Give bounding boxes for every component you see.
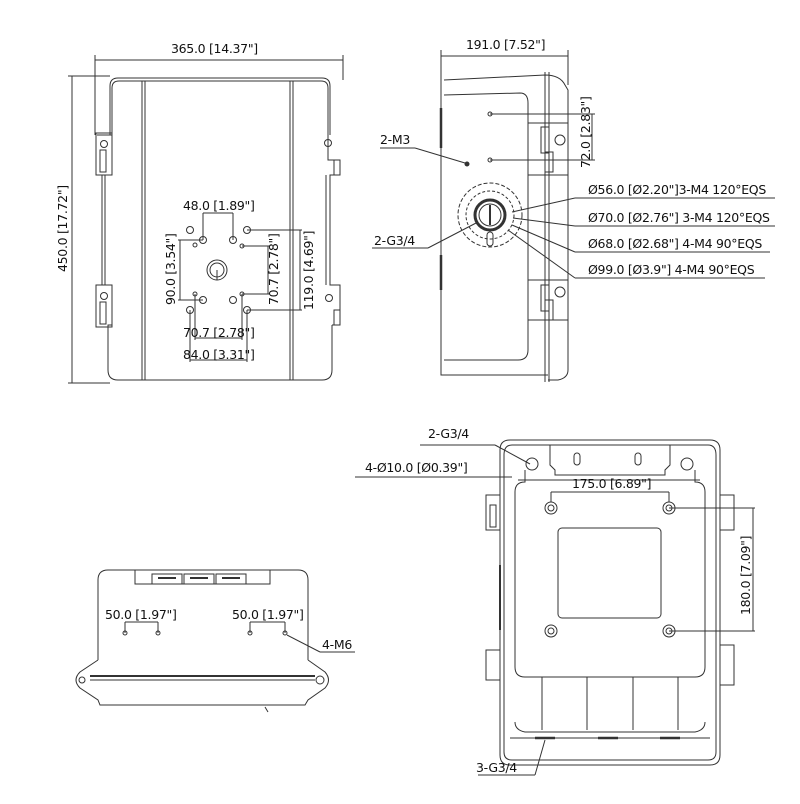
side-view-gland [372, 183, 775, 278]
side-callout-1: Ø56.0 [Ø2.20"]3-M4 120°EQS [588, 182, 766, 197]
side-height-dimension: 72.0 [2.83"] [578, 96, 593, 168]
side-callout-3: Ø68.0 [Ø2.68"] 4-M4 90°EQS [588, 236, 762, 251]
side-callout-2: Ø70.0 [Ø2.76"] 3-M4 120°EQS [588, 210, 770, 225]
bottom-view-outline [76, 570, 355, 712]
interior-hole-label: 4-Ø10.0 [Ø0.39"] [365, 460, 468, 475]
interior-horizontal-dimension: 175.0 [6.89"] [572, 476, 652, 491]
interior-view-outline [355, 440, 755, 775]
front-hole-spacing-top: 48.0 [1.89"] [183, 198, 255, 213]
front-hole-spacing-bottom-outer: 84.0 [3.31"] [183, 347, 255, 362]
side-width-dimension: 191.0 [7.52"] [466, 37, 546, 52]
bottom-spacing-right: 50.0 [1.97"] [232, 607, 304, 622]
front-hole-spacing-vertical-left: 90.0 [3.54"] [163, 233, 178, 305]
interior-gland-top-label: 2-G3/4 [428, 426, 469, 441]
front-hole-spacing-vertical-inner: 70.7 [2.78"] [266, 233, 281, 305]
front-width-dimension: 365.0 [14.37"] [171, 41, 258, 56]
side-gland-label: 2-G3/4 [374, 233, 415, 248]
front-height-dimension: 450.0 [17.72"] [55, 185, 70, 272]
front-view-holes [178, 213, 302, 362]
bottom-spacing-left: 50.0 [1.97"] [105, 607, 177, 622]
interior-vertical-dimension: 180.0 [7.09"] [738, 535, 753, 615]
front-hole-spacing-bottom-inner: 70.7 [2.78"] [183, 325, 255, 340]
side-screw-label: 2-M3 [380, 132, 411, 147]
side-callout-4: Ø99.0 [Ø3.9"] 4-M4 90°EQS [588, 262, 755, 277]
bottom-thread-label: 4-M6 [322, 637, 353, 652]
side-view-outline [380, 50, 595, 382]
interior-gland-bottom-label: 3-G3/4 [476, 760, 517, 775]
front-hole-spacing-vertical-outer: 119.0 [4.69"] [301, 230, 316, 310]
